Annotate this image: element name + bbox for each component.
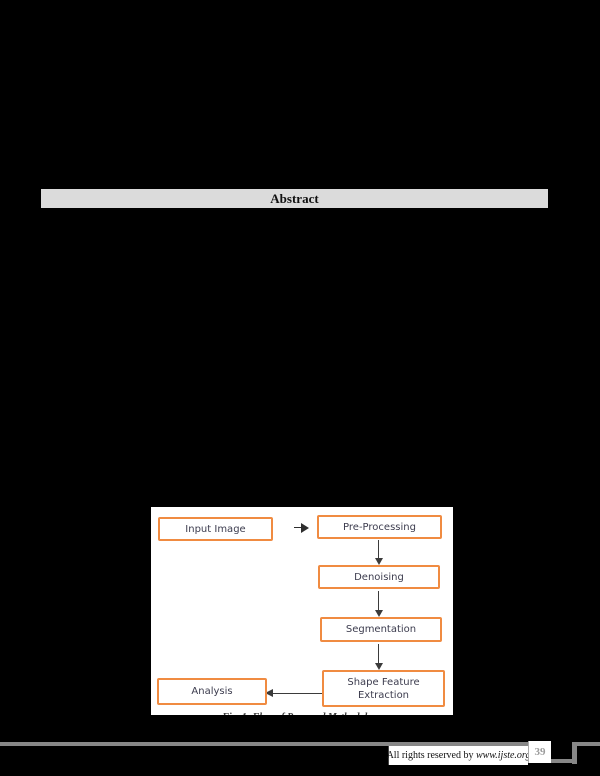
abstract-heading-label: Abstract <box>270 190 319 206</box>
arrow-segmentation-to-shape-feature <box>374 644 383 670</box>
footer-rights-text: All rights reserved by <box>386 750 476 761</box>
footer-rule-right <box>575 742 600 746</box>
arrow-preprocessing-to-denoising <box>374 540 383 565</box>
footer-site-link[interactable]: www.ijste.org <box>476 750 531 761</box>
arrow-shaft <box>294 527 302 528</box>
flow-box-denoising: Denoising <box>318 565 440 589</box>
flow-box-pre-processing: Pre-Processing <box>317 515 442 539</box>
flow-box-shape-feature-extraction: Shape Feature Extraction <box>322 670 445 707</box>
arrow-right-head-icon <box>301 523 309 533</box>
arrow-shape-feature-to-analysis <box>265 689 322 697</box>
footer-rights-strip: All rights reserved by www.ijste.org <box>386 746 531 765</box>
arrow-denoising-to-segmentation <box>374 591 383 617</box>
flow-box-pre-processing-label: Pre-Processing <box>343 521 416 533</box>
flow-box-input-image: Input Image <box>158 517 273 541</box>
flow-box-shape-feature-extraction-label: Shape Feature Extraction <box>347 676 419 702</box>
footer-rule-left <box>0 742 529 746</box>
flow-box-input-image-label: Input Image <box>185 523 246 535</box>
footer-rule-step-horizontal <box>549 759 575 763</box>
shape-feature-line2: Extraction <box>357 689 410 701</box>
flow-box-denoising-label: Denoising <box>354 571 404 583</box>
flow-box-segmentation-label: Segmentation <box>345 624 417 635</box>
figure-caption-text: Fig. 1: Flow of Proposed Methodology <box>222 712 381 715</box>
abstract-heading-bar: Abstract <box>41 189 548 208</box>
figure-caption-clipped: Fig. 1: Flow of Proposed Methodology <box>151 707 453 715</box>
arrow-input-to-preprocessing <box>294 523 310 533</box>
methodology-flowchart-figure: Input Image Pre-Processing Denoising Seg… <box>151 507 453 715</box>
page-number-box: 39 <box>528 741 551 763</box>
flow-box-analysis-label: Analysis <box>191 686 233 697</box>
flow-box-segmentation: Segmentation <box>320 617 442 642</box>
shape-feature-line1: Shape Feature <box>347 676 420 688</box>
flow-box-analysis: Analysis <box>157 678 267 705</box>
footer-rule-step-vertical <box>572 742 577 764</box>
page-number: 39 <box>534 746 546 758</box>
